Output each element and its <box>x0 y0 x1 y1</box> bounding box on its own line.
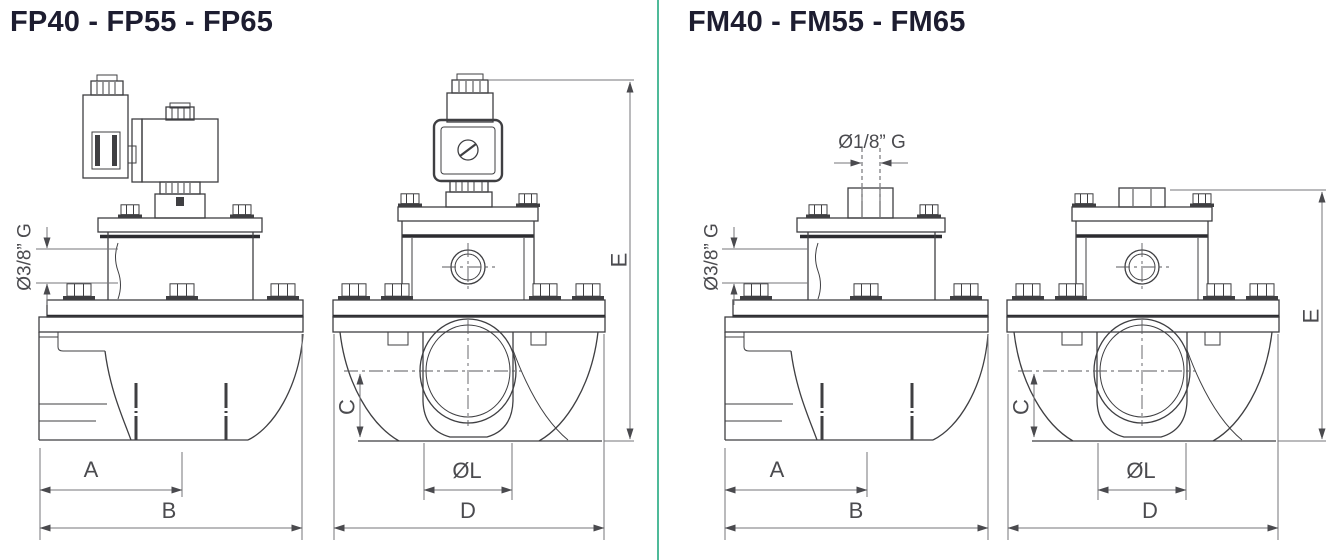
bolt <box>1072 194 1096 207</box>
fp-flange-front <box>332 284 606 346</box>
fp-front-view: C ØL D E <box>332 73 634 540</box>
fm-panel-drawing: Ø1/8” G Ø3/8” G A <box>702 132 1326 540</box>
dim-label-e: E <box>1299 309 1324 324</box>
fp-dim-b: B <box>39 334 303 540</box>
fm-flange-front <box>1006 284 1280 346</box>
bolt <box>1190 194 1214 207</box>
fp-solenoid-coil <box>82 74 219 219</box>
bolt <box>572 284 604 300</box>
bolt <box>230 205 254 218</box>
panel-divider <box>657 0 659 560</box>
fm-top-fitting-front <box>1118 187 1166 208</box>
dim-label-a: A <box>770 457 785 482</box>
bolt <box>806 205 830 218</box>
fm-dim-top-port: Ø1/8” G <box>834 132 908 167</box>
dim-label-c: C <box>335 399 360 415</box>
bolt <box>850 284 882 300</box>
fm-dim-d: D <box>1007 334 1279 540</box>
bolt <box>1055 284 1087 300</box>
panel-title-fm: FM40 - FM55 - FM65 <box>688 6 966 38</box>
bolt <box>267 284 299 300</box>
bolt <box>950 284 982 300</box>
fp-valve-cover-side <box>97 205 263 300</box>
dim-label-d: D <box>460 498 476 523</box>
fp-dim-c: C <box>335 373 364 438</box>
bolt <box>917 205 941 218</box>
fm-valve-body-front <box>1013 318 1276 442</box>
fp-flange-side <box>38 284 304 333</box>
fm-top-fitting-side <box>847 148 894 219</box>
fm-dim-c: C <box>1009 373 1038 438</box>
dim-label-top-port: Ø1/8” G <box>838 132 906 153</box>
fm-flange-side <box>724 284 989 333</box>
fp-solenoid-front <box>432 73 504 208</box>
fm-valve-cover-front <box>1071 194 1214 300</box>
fp-dim-a: A <box>39 448 183 540</box>
bolt <box>1246 284 1278 300</box>
fp-valve-body-front <box>339 318 602 442</box>
bolt <box>398 194 422 207</box>
fm-front-view: C ØL D E <box>1006 187 1326 540</box>
dim-label-side-port: Ø3/8” G <box>702 223 723 291</box>
fm-valve-cover-side <box>796 205 946 300</box>
fp-side-view: Ø3/8” G A B <box>15 74 304 540</box>
dim-label-b: B <box>849 498 864 523</box>
fp-valve-body-side <box>38 332 304 441</box>
bolt <box>381 284 413 300</box>
fm-dim-a: A <box>724 448 868 540</box>
bolt <box>338 284 370 300</box>
fp-dim-e: E <box>488 79 634 442</box>
dim-label-b: B <box>162 498 177 523</box>
dim-label-ol: ØL <box>452 458 481 483</box>
bolt <box>118 205 142 218</box>
dim-label-side-port: Ø3/8” G <box>15 223 36 291</box>
dim-label-a: A <box>84 457 99 482</box>
bolt <box>740 284 772 300</box>
fm-dim-side-port: Ø3/8” G <box>702 223 808 305</box>
bolt <box>1203 284 1235 300</box>
bolt <box>63 284 95 300</box>
panel-title-fp: FP40 - FP55 - FP65 <box>10 6 274 38</box>
fm-side-view: Ø1/8” G Ø3/8” G A <box>702 132 989 540</box>
bolt <box>1012 284 1044 300</box>
dim-label-ol: ØL <box>1126 458 1155 483</box>
bolt <box>166 284 198 300</box>
bolt <box>516 194 540 207</box>
fm-dim-e: E <box>1170 189 1326 442</box>
fp-panel-drawing: Ø3/8” G A B <box>15 73 634 540</box>
fm-dim-b: B <box>724 334 989 540</box>
fm-valve-body-side <box>724 332 989 441</box>
connector-screw <box>457 139 479 161</box>
dim-label-c: C <box>1009 399 1034 415</box>
fp-dim-d: D <box>333 334 605 540</box>
fp-valve-cover-front <box>397 194 540 300</box>
fp-dim-ol: ØL <box>423 443 513 500</box>
dim-label-d: D <box>1142 498 1158 523</box>
dim-label-e: E <box>607 253 632 268</box>
fp-dim-side-port: Ø3/8” G <box>15 223 118 305</box>
bolt <box>529 284 561 300</box>
fm-dim-ol: ØL <box>1097 443 1187 500</box>
